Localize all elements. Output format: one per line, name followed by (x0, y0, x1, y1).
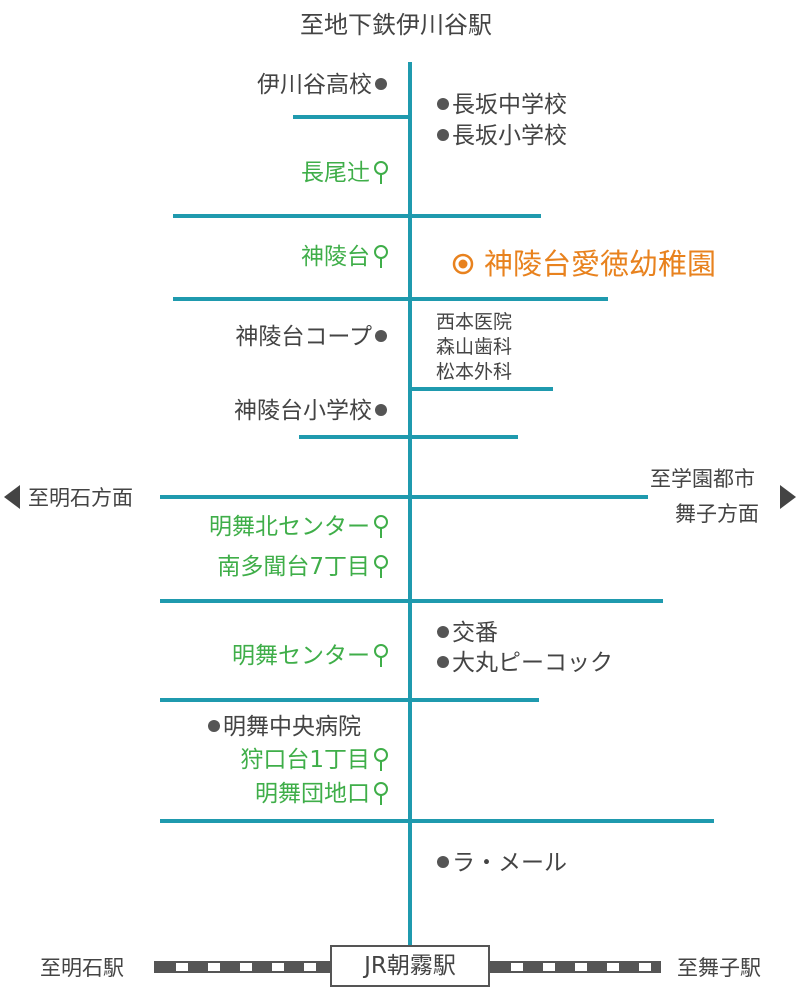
bus-stop-icon (374, 782, 388, 805)
landmark-ikawadani-high: 伊川谷高校 (257, 70, 390, 100)
landmark-hospital: 明舞中央病院 (205, 712, 361, 742)
dot-icon (375, 404, 387, 416)
station-jr-asagiri: JR朝霧駅 (330, 945, 490, 987)
bus-stop-icon (374, 161, 388, 184)
railway-right (489, 961, 661, 973)
bus-stop-icon (374, 515, 388, 538)
landmark-clinic-1: 西本医院 (436, 311, 513, 333)
dot-icon (437, 856, 449, 868)
bus-stop-nagaotsuji: 長尾辻 (301, 158, 390, 188)
direction-bottom-left-label: 至明石駅 (40, 956, 124, 980)
bus-stop-icon (374, 644, 388, 667)
dot-icon (437, 656, 449, 668)
bus-stop-meimai-danchi: 明舞団地口 (255, 779, 390, 809)
dot-icon (437, 98, 449, 110)
direction-bottom-right-label: 至舞子駅 (677, 956, 761, 980)
dot-icon (375, 330, 387, 342)
landmark-nagasaka-junior: 長坂中学校 (434, 90, 567, 120)
dot-icon (208, 720, 220, 732)
landmark-la-mer: ラ・メール (434, 848, 567, 878)
arrow-left-icon (4, 485, 20, 509)
dot-icon (437, 129, 449, 141)
bus-stop-icon (374, 555, 388, 578)
landmark-clinic-3: 松本外科 (436, 361, 513, 383)
bus-stop-icon (374, 245, 388, 268)
bus-stop-shinryodai: 神陵台 (301, 242, 390, 272)
landmark-coop: 神陵台コープ (235, 322, 390, 352)
bus-stop-meimai-center: 明舞センター (232, 641, 390, 671)
bus-stop-kariguchi: 狩口台1丁目 (240, 745, 390, 775)
arrow-right-icon (780, 485, 796, 509)
target-kindergarten: 神陵台愛徳幼稚園 (452, 246, 716, 282)
landmark-shinryodai-elem: 神陵台小学校 (234, 396, 390, 426)
bus-stop-icon (374, 748, 388, 771)
direction-top-label: 至地下鉄伊川谷駅 (300, 11, 492, 39)
landmark-clinic-2: 森山歯科 (436, 336, 513, 358)
bus-stop-minami-tamon: 南多聞台7丁目 (217, 552, 390, 582)
bus-stop-meimai-kita: 明舞北センター (209, 512, 390, 542)
direction-right-label-1: 至学園都市 (650, 467, 755, 491)
direction-left-label: 至明石方面 (28, 486, 133, 510)
railway-left (154, 961, 331, 973)
dot-icon (437, 626, 449, 638)
landmark-peacock: 大丸ピーコック (434, 648, 613, 678)
landmark-nagasaka-elem: 長坂小学校 (434, 121, 567, 151)
target-icon (452, 253, 474, 275)
direction-right-label-2: 舞子方面 (675, 502, 759, 526)
landmark-koban: 交番 (434, 618, 498, 648)
dot-icon (375, 78, 387, 90)
